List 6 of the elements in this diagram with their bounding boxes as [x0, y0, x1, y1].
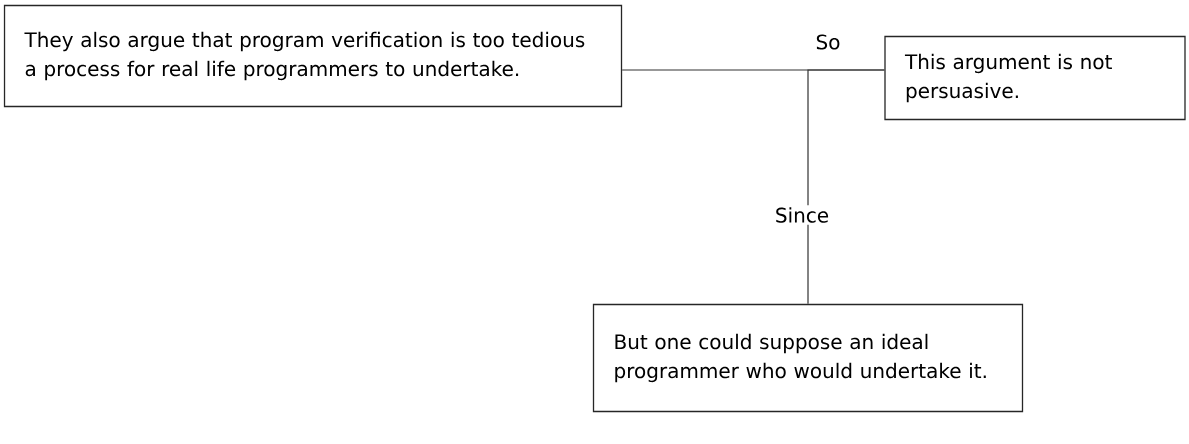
text-box: They also argue that program verification is too tedious a process for real life programmers to undertake.	[3, 4, 623, 108]
edge-label: Since	[772, 205, 832, 225]
text-box: But one could suppose an ideal programmer who would undertake it.	[592, 303, 1024, 413]
edge-label: So	[813, 32, 843, 52]
connector-line	[807, 69, 885, 305]
text-box: This argument is not persuasive.	[884, 35, 1186, 121]
